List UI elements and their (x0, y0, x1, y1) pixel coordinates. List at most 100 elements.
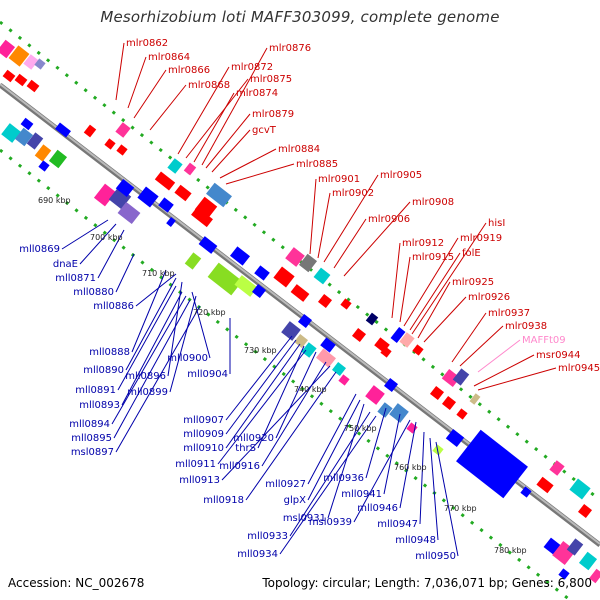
gene-feature-75 (389, 403, 409, 423)
forward-label-10-leader (211, 129, 251, 173)
reverse-label-37-text: mll0950 (415, 551, 456, 562)
forward-label-4: mlr0868 (149, 80, 230, 131)
forward-label-7-text: mlr0874 (236, 88, 278, 99)
reverse-label-17-text: mll0907 (183, 415, 224, 426)
reverse-label-28-leader (307, 399, 361, 501)
forward-label-27: msr0944 (473, 350, 581, 387)
gene-feature-63 (254, 265, 270, 281)
genome-title: Mesorhizobium loti MAFF303099, complete … (100, 8, 500, 26)
reverse-label-2-leader (79, 223, 117, 265)
gene-feature-54 (115, 178, 135, 198)
gene-feature-17 (206, 182, 232, 208)
forward-label-17: mlr0908 (343, 197, 454, 277)
forward-label-15: mlr0905 (323, 170, 422, 263)
gene-feature-38 (469, 393, 481, 405)
forward-label-20-text: mlr0919 (460, 233, 502, 244)
forward-label-9-leader (205, 113, 251, 169)
forward-label-2: mlr0864 (127, 52, 190, 109)
forward-label-7-leader (193, 92, 235, 163)
forward-label-24-text: mlr0926 (468, 292, 510, 303)
reverse-label-18-leader (225, 339, 297, 435)
forward-label-28-text: mlr0945 (558, 363, 600, 374)
reverse-label-36: mll0948 (395, 437, 439, 546)
reverse-label-11-text: mll0899 (127, 387, 168, 398)
reverse-label-35-leader (279, 415, 377, 555)
reverse-label-17: mll0907 (183, 335, 293, 426)
reverse-label-30-leader (327, 403, 365, 519)
gene-feature-35 (429, 385, 445, 401)
reverse-label-11: mll0899 (127, 295, 197, 398)
gene-feature-58 (198, 236, 218, 254)
reverse-label-4: mll0880 (73, 253, 135, 298)
reverse-label-29: mll0941 (341, 413, 401, 500)
reverse-label-29-text: mll0941 (341, 489, 382, 500)
gene-feature-32 (412, 344, 424, 356)
reverse-label-18: mll0909 (183, 339, 297, 440)
forward-label-15-text: mlr0905 (380, 170, 422, 181)
gene-feature-26 (365, 312, 379, 326)
reverse-label-6: mll0888 (89, 269, 167, 358)
rna-label-1: MAFFt09 (477, 335, 566, 373)
gene-feature-70 (320, 337, 336, 353)
gene-feature-73 (365, 385, 385, 405)
gene-feature-8 (115, 122, 131, 138)
forward-label-18: mlr0912 (391, 238, 444, 319)
gene-feature-11 (116, 144, 128, 156)
gene-feature-41 (536, 476, 554, 494)
gene-feature-81 (520, 486, 532, 498)
gene-features (0, 39, 600, 584)
reverse-label-6-text: mll0888 (89, 347, 130, 358)
forward-label-12: mlr0885 (225, 159, 338, 185)
forward-label-8-leader (201, 47, 268, 166)
gene-feature-56 (158, 197, 174, 213)
reverse-label-32: msl0939 (309, 419, 411, 528)
reverse-label-37-leader (435, 441, 459, 557)
gene-feature-36 (441, 395, 457, 411)
gene-feature-9 (83, 124, 97, 138)
reverse-label-8-text: mll0896 (125, 371, 166, 382)
reverse-label-24-leader (221, 365, 331, 481)
gene-feature-65 (281, 321, 301, 341)
gene-feature-12 (167, 158, 183, 174)
gene-feature-20 (298, 253, 318, 273)
forward-label-19-text: mlr0915 (412, 252, 454, 263)
reverse-label-19-text: mll0910 (183, 443, 224, 454)
reverse-label-36-leader (429, 437, 439, 541)
gene-feature-49 (20, 117, 34, 131)
gene-feature-64 (251, 283, 267, 299)
forward-label-16-leader (333, 218, 367, 269)
reverse-label-9: mll0900 (167, 291, 211, 364)
gene-feature-5 (2, 69, 16, 83)
gene-feature-48 (38, 160, 50, 172)
kbp-tick-6: 740 kbp (294, 385, 327, 394)
reverse-label-12: mll0904 (187, 318, 231, 380)
forward-label-16-text: mlr0906 (368, 214, 410, 225)
reverse-label-6-leader (131, 269, 167, 353)
reverse-label-34-leader (419, 431, 425, 525)
reverse-label-13-text: mll0893 (79, 400, 120, 411)
gene-feature-15 (174, 184, 192, 202)
reverse-label-16-leader (115, 305, 201, 453)
reverse-label-7-text: mll0890 (83, 365, 124, 376)
reverse-label-14: mll0894 (69, 295, 187, 430)
reverse-label-34-text: mll0947 (377, 519, 418, 530)
reverse-label-3: mll0871 (55, 229, 125, 284)
reverse-label-1-leader (61, 219, 109, 250)
kbp-tick-3: 710 kbp (142, 269, 175, 278)
reverse-label-33-leader (289, 411, 371, 537)
reverse-label-32-leader (353, 419, 411, 523)
reverse-label-21-leader (275, 351, 317, 439)
reverse-label-36-text: mll0948 (395, 535, 436, 546)
reverse-label-1-text: mll0869 (19, 244, 60, 255)
reverse-label-2-text: dnaE (53, 259, 78, 270)
forward-label-3-leader (133, 69, 167, 119)
gene-feature-37 (456, 408, 468, 420)
kbp-tick-5: 730 kbp (244, 346, 277, 355)
reverse-label-21: mll0920 (233, 351, 317, 444)
forward-label-12-text: mlr0885 (296, 159, 338, 170)
forward-label-27-text: msr0944 (536, 350, 581, 361)
forward-label-13-text: mlr0901 (318, 174, 360, 185)
gene-feature-61 (234, 275, 258, 297)
reverse-label-8-leader (167, 281, 183, 377)
reverse-label-28-text: glpX (284, 495, 306, 506)
